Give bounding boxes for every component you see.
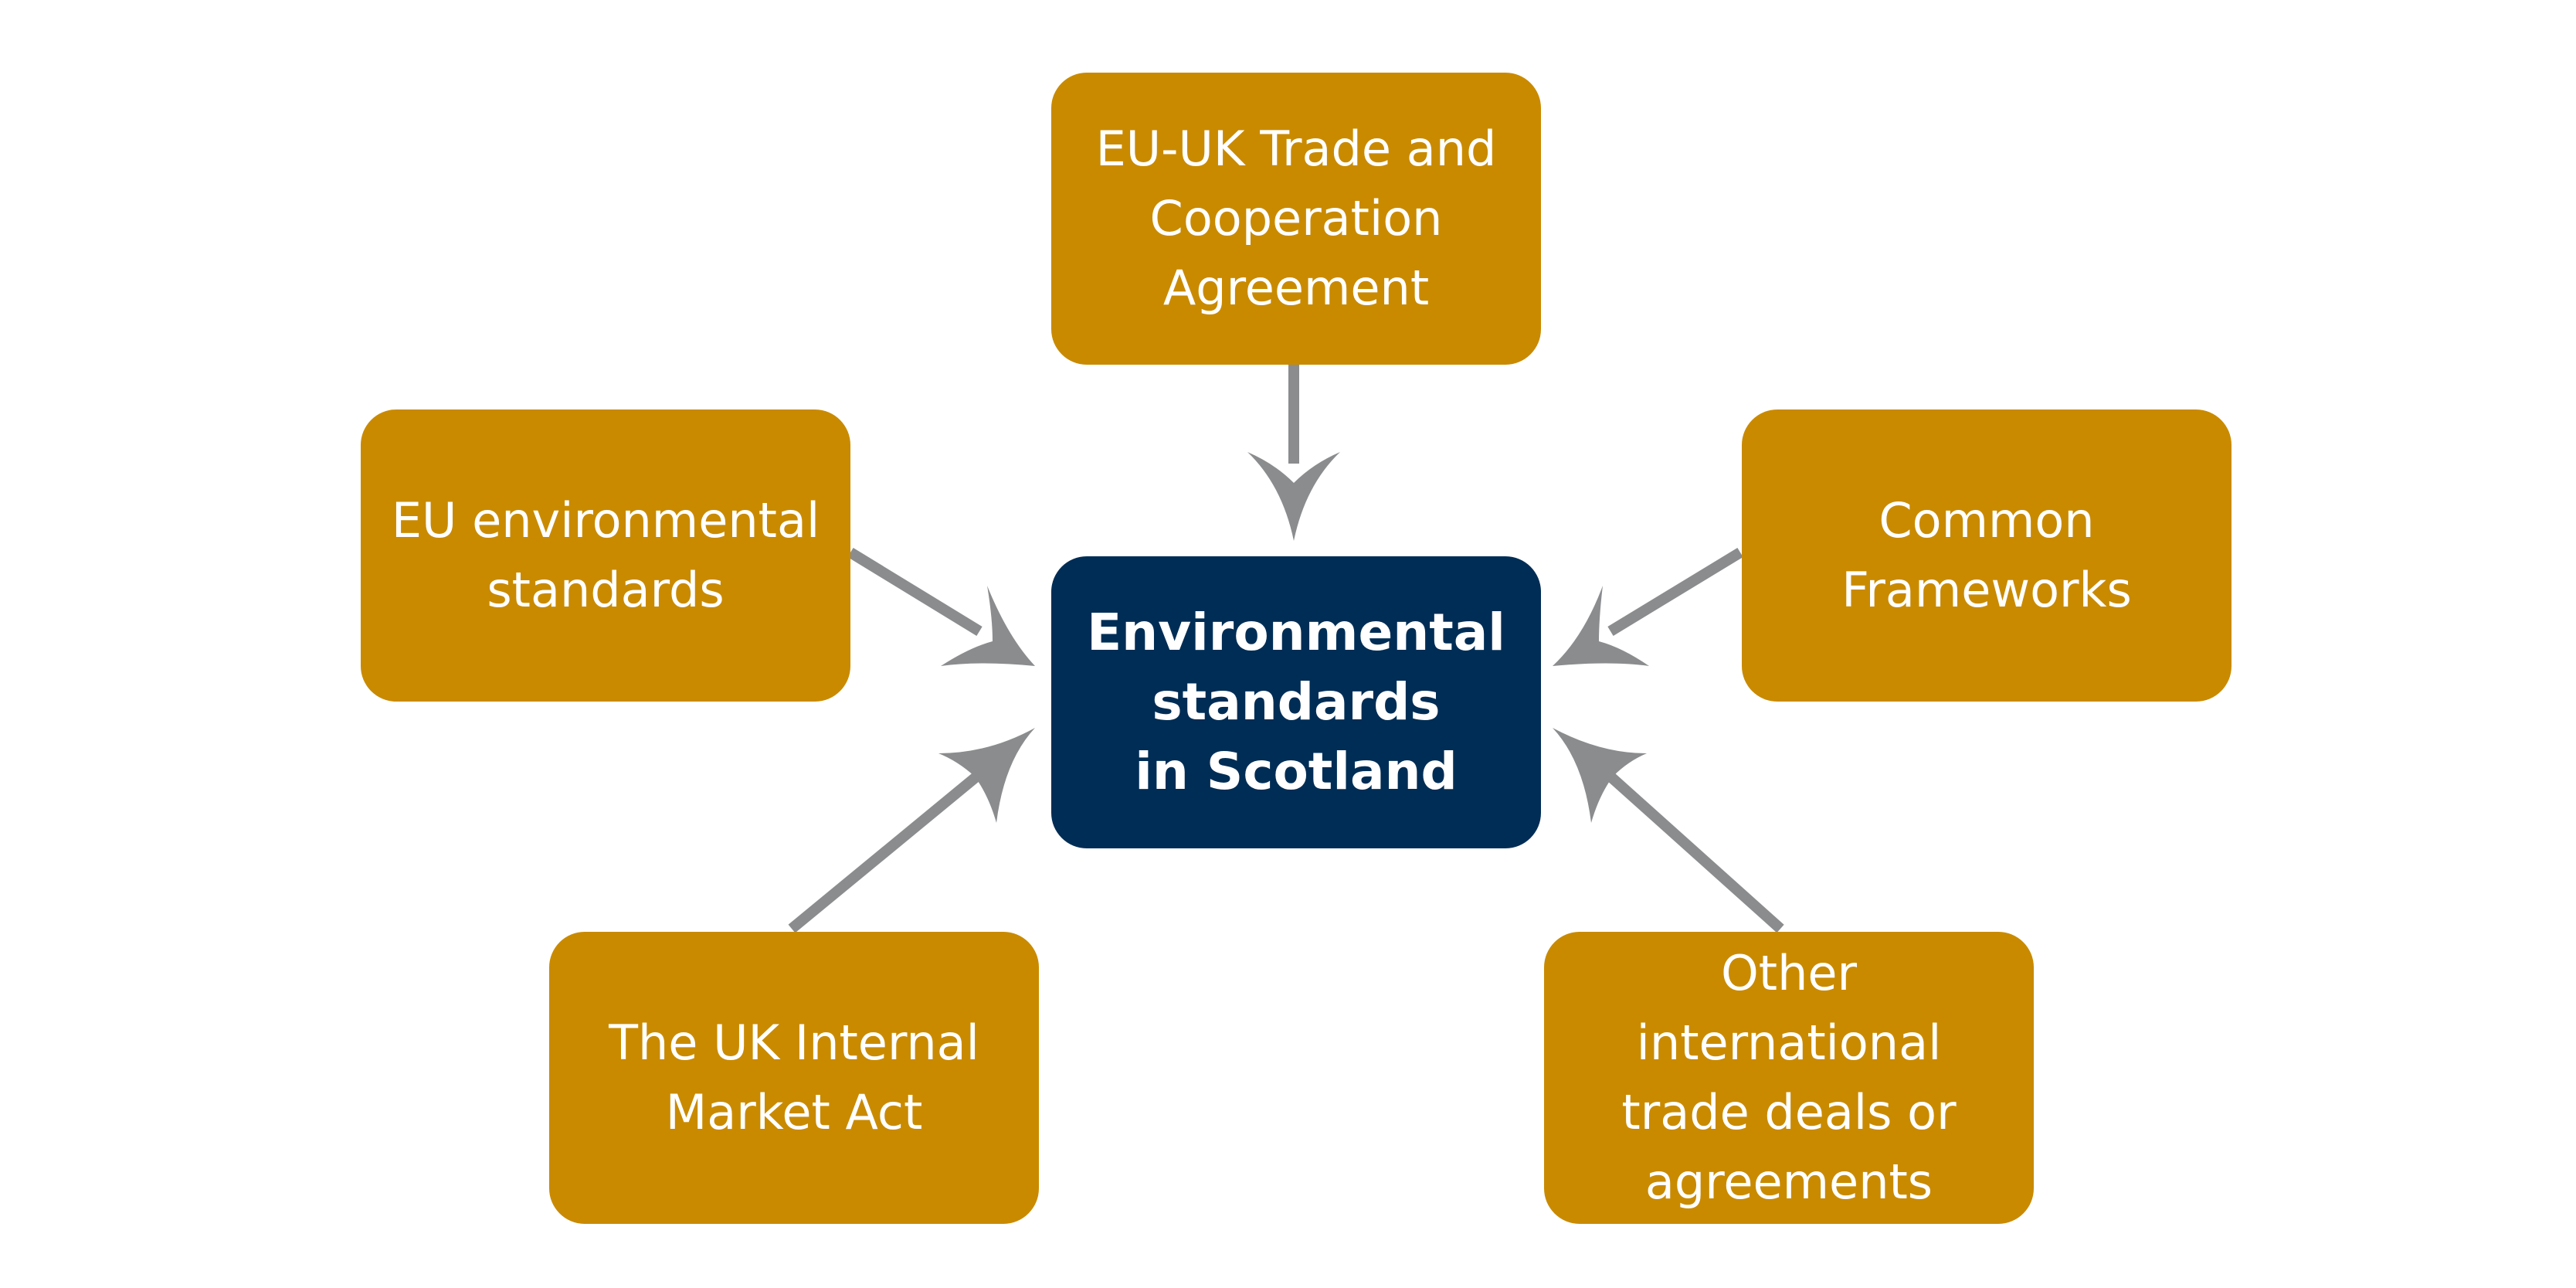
source-label: EU environmental standards (391, 492, 820, 618)
arrow-top-to-center (1247, 365, 1340, 541)
source-label: Common Frameworks (1841, 492, 2132, 618)
source-label: The UK Internal Market Act (609, 1014, 979, 1140)
source-label: Other international trade deals or agree… (1621, 945, 1957, 1210)
source-box-other-trade-deals: Other international trade deals or agree… (1544, 932, 2034, 1224)
center-box-environmental-standards: Environmental standards in Scotland (1051, 556, 1541, 848)
source-box-eu-uk-trade-agreement: EU-UK Trade and Cooperation Agreement (1051, 73, 1541, 365)
arrow-bottomright-to-center (1553, 728, 1784, 933)
arrow-left-to-center (847, 548, 1035, 666)
source-box-eu-environmental-standards: EU environmental standards (361, 410, 850, 702)
center-label: Environmental standards in Scotland (1087, 603, 1505, 801)
source-label: EU-UK Trade and Cooperation Agreement (1095, 121, 1497, 316)
source-box-uk-internal-market-act: The UK Internal Market Act (549, 932, 1039, 1224)
arrow-bottomleft-to-center (788, 728, 1035, 933)
arrow-right-to-center (1553, 548, 1743, 666)
source-box-common-frameworks: Common Frameworks (1742, 410, 2232, 702)
